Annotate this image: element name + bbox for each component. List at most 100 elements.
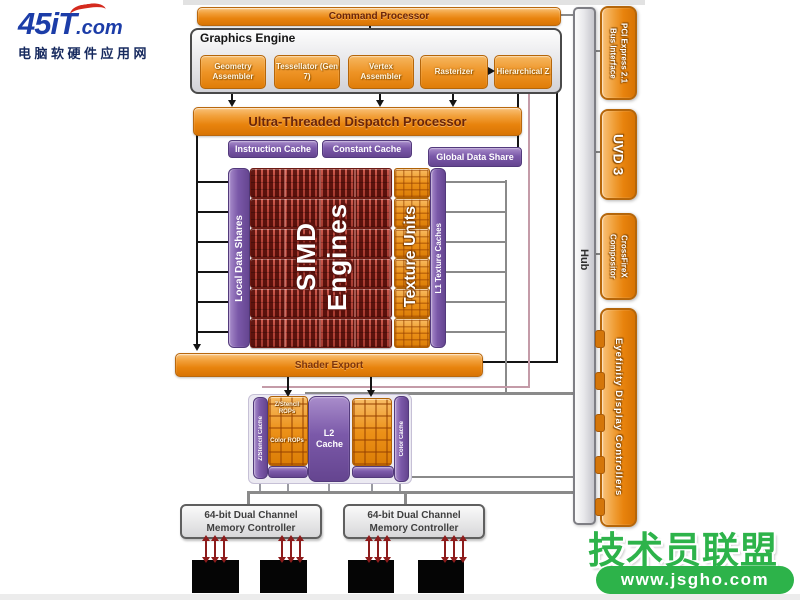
l2-cache-block: L2 Cache [308, 396, 350, 482]
l1-texture-caches-bar: L1 Texture Caches [430, 168, 446, 348]
wire-hub-connector [592, 253, 601, 255]
wire-l1-branch [444, 301, 505, 303]
color-cache-bar: Color Cache [394, 396, 409, 482]
constant-cache-bar: Constant Cache [322, 140, 412, 158]
z-stencil-cache-label: Z/Stencil Cache [257, 415, 264, 461]
uvd3-label: UVD 3 [610, 133, 627, 176]
simd-engine-row [250, 228, 392, 258]
eyefinity-output-tab [595, 330, 605, 348]
wire-z-path-v [528, 90, 530, 386]
hub-bar: Hub [573, 7, 596, 525]
wire-l1-branch [444, 271, 505, 273]
arrowhead-utdp-3 [449, 100, 457, 107]
block-label: Hierarchical Z [496, 67, 550, 77]
memory-chip-1 [192, 560, 239, 593]
simd-engine-row [250, 258, 392, 288]
instruction-cache-label: Instruction Cache [234, 144, 311, 154]
memory-controller-label: 64-bit Dual Channel Memory Controller [367, 509, 461, 534]
wire-ga-utdp [231, 88, 233, 102]
simd-engine-row [250, 318, 392, 348]
eyefinity-label: Eyefinity Display Controllers [613, 338, 624, 497]
wire-va-utdp [379, 88, 381, 102]
stub-4 [371, 482, 373, 491]
global-data-share-bar: Global Data Share [428, 147, 522, 167]
memory-bus-arrow [459, 535, 467, 563]
crossfirex-bar: CrossFireX Compositor [600, 213, 637, 300]
l1-texture-caches-label: L1 Texture Caches [433, 222, 443, 294]
eyefinity-output-tab [595, 498, 605, 516]
watermark-jsgho-url: www.jsgho.com [596, 566, 794, 594]
pci-label-line2: Bus Interface [608, 27, 618, 79]
wire-l1-branch [444, 181, 505, 183]
wire-l1-branch [444, 211, 505, 213]
wire-rast-utdp [452, 88, 454, 102]
memory-bus-arrow [287, 535, 295, 563]
z-base-strip [268, 466, 308, 478]
wire-mc2-stub [404, 491, 407, 505]
command-processor-label: Command Processor [328, 11, 430, 22]
wire-l1-branch [444, 241, 505, 243]
crossfirex-label-line1: CrossFireX [619, 235, 629, 278]
texture-unit-block [394, 288, 430, 318]
eyefinity-output-tab [595, 372, 605, 390]
simd-engines-title: SIMD Engines [252, 168, 392, 346]
hub-label: Hub [578, 249, 590, 271]
memory-bus-arrow [202, 535, 210, 563]
bottom-edge-band [0, 594, 800, 600]
memory-bus-arrow [365, 535, 373, 563]
wire-se-rop2 [370, 375, 372, 392]
block-label: Tessellator (Gen 7) [275, 62, 339, 81]
texture-unit-block [394, 258, 430, 288]
wire-right-loop-v [556, 44, 558, 362]
top-edge-band [183, 0, 645, 5]
crossfirex-label-line2: Compositor [608, 234, 618, 279]
wire-lds-branch [196, 331, 228, 333]
wire-z-path-h [262, 386, 530, 388]
texture-units-title: Texture Units [394, 168, 428, 346]
texture-unit-block [394, 198, 430, 228]
global-data-share-label: Global Data Share [436, 152, 514, 162]
texture-units-label: Texture Units [402, 206, 419, 308]
wire-mem-bus [248, 491, 578, 494]
memory-bus-arrow [278, 535, 286, 563]
l2-cache-label: L2 Cache [316, 428, 344, 449]
pci-express-bar: PCI Express 2.1 Bus Interface [600, 6, 637, 100]
memory-controller-2: 64-bit Dual Channel Memory Controller [343, 504, 485, 539]
memory-chip-2 [260, 560, 307, 593]
stub-5 [399, 482, 401, 491]
memory-controller-1: 64-bit Dual Channel Memory Controller [180, 504, 322, 539]
eyefinity-output-tab [595, 456, 605, 474]
pci-label-line1: PCI Express 2.1 [619, 22, 629, 84]
memory-bus-arrow [383, 535, 391, 563]
color-base-strip [352, 466, 394, 478]
stub-1 [259, 482, 261, 491]
memory-bus-arrow [296, 535, 304, 563]
arrowhead-rop1 [284, 390, 292, 397]
shader-export-bar: Shader Export [175, 353, 483, 377]
texture-unit-block [394, 168, 430, 198]
stub-3 [328, 482, 330, 491]
block-rasterizer: Rasterizer [420, 55, 488, 89]
local-data-shares-label: Local Data Shares [233, 214, 245, 302]
arrowhead-left-bus [193, 344, 201, 351]
wire-lds-branch [196, 181, 228, 183]
wire-lds-branch [196, 301, 228, 303]
wire-left-bus [196, 120, 198, 346]
simd-engine-row [250, 168, 392, 198]
arrowhead-utdp-1 [228, 100, 236, 107]
dispatch-processor-bar: Ultra-Threaded Dispatch Processor [193, 107, 522, 136]
local-data-shares-bar: Local Data Shares [228, 168, 250, 348]
eyefinity-bar: Eyefinity Display Controllers [600, 308, 637, 527]
block-geometry-assembler: Geometry Assembler [200, 55, 266, 89]
wire-lds-branch [196, 211, 228, 213]
arrowhead-rop2 [367, 390, 375, 397]
memory-bus-arrow [211, 535, 219, 563]
color-cache-label: Color Cache [398, 421, 405, 457]
memory-chip-4 [418, 560, 464, 593]
texture-unit-block [394, 228, 430, 258]
wire-lds-branch [196, 241, 228, 243]
constant-cache-label: Constant Cache [332, 144, 402, 154]
memory-bus-arrow [441, 535, 449, 563]
simd-engine-row [250, 198, 392, 228]
